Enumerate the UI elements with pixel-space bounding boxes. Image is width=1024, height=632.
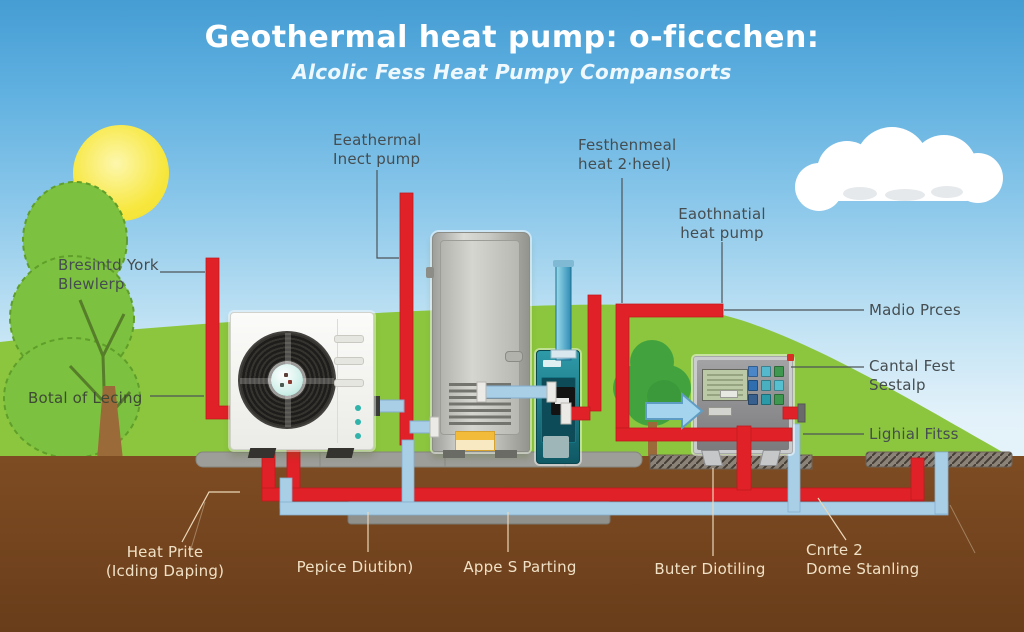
outdoor-heat-pump-unit xyxy=(230,312,374,458)
tank-handle xyxy=(505,351,523,362)
title-subtitle: Alcolic Fess Heat Pumpy Compansorts xyxy=(292,60,732,84)
label-heat-pump-top: Eeathermal Inect pump xyxy=(333,131,422,169)
cloud-icon xyxy=(793,127,1003,211)
label-ground-left: Botal of Lecing xyxy=(28,389,143,407)
control-buttons xyxy=(748,366,786,405)
label-bottom-1: Heat Prite (Icding Daping) xyxy=(105,543,225,581)
pump-flange xyxy=(560,402,572,425)
label-exchanger-top: Festhenmeal heat 2·heel) xyxy=(578,136,677,174)
hot-pipe-loop xyxy=(569,294,800,491)
ground-loop-cold-pipe xyxy=(279,423,949,516)
label-bottom-3: Appe S Parting xyxy=(463,558,577,576)
label-right-lower: Lighial Fitss xyxy=(869,425,959,443)
pipe-end-cap xyxy=(797,403,806,423)
leader-lines-bottom xyxy=(181,468,847,556)
large-tree-icon xyxy=(3,181,141,460)
label-geo-pump: Eaothnatial heat pump xyxy=(678,205,766,243)
leader-lines-top xyxy=(150,170,864,435)
tank-pump-connector xyxy=(409,381,557,438)
title-main: Geothermal heat pump: o-ficcchen: xyxy=(204,20,820,55)
label-control-panel: Cantal Fest Sestalp xyxy=(869,357,956,395)
label-bottom-2: Pepice Diutibn) xyxy=(296,558,414,576)
diagram-title: Geothermal heat pump: o-ficcchen: Alcoli… xyxy=(0,20,1024,84)
flow-arrow-icon xyxy=(645,391,704,431)
label-left-pipe: Bresintd York Blewlerp xyxy=(58,256,159,294)
label-bottom-5: Cnrte 2 Dome Stanling xyxy=(806,541,920,579)
fan-icon xyxy=(238,331,336,429)
red-mark-icon xyxy=(787,354,794,361)
hot-pipe-left xyxy=(205,192,414,446)
trench-outline xyxy=(189,501,976,554)
tank-label-sticker xyxy=(455,431,495,451)
water-heater-tank xyxy=(426,232,530,458)
pump-riser-pipe xyxy=(550,260,577,361)
label-right-pipes: Madio Prces xyxy=(869,301,961,319)
label-bottom-4: Buter Diotiling xyxy=(654,560,766,578)
soil-ground xyxy=(0,456,1024,632)
